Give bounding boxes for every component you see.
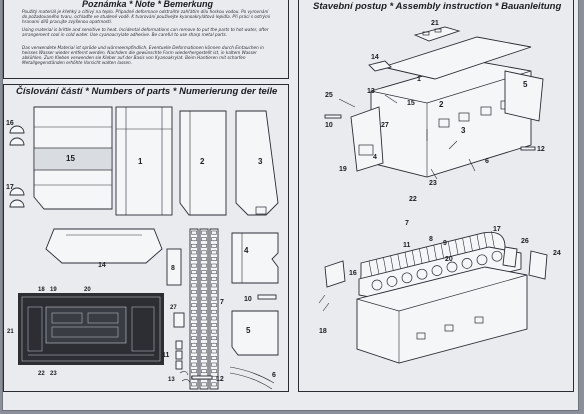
asm-label-15: 15 xyxy=(407,100,415,107)
upper-assembly-part-10 xyxy=(324,114,342,119)
part-15-side-panel xyxy=(33,106,113,210)
part-1-roof xyxy=(115,106,173,216)
asm-label-24: 24 xyxy=(553,250,561,257)
part-10-bar xyxy=(257,294,277,300)
upper-assembly-part-12 xyxy=(520,146,536,151)
note-panel: Poznámka * Note * Bemerkung Použitý mate… xyxy=(3,0,289,79)
label-7: 7 xyxy=(220,299,224,306)
lower-assembly-part-24 xyxy=(528,250,548,280)
part-5-side xyxy=(231,310,279,356)
label-6: 6 xyxy=(272,372,276,379)
upper-assembly-front xyxy=(350,106,384,172)
assembly-panel: Stavební postup * Assembly instruction *… xyxy=(298,0,574,392)
asm-label-13: 13 xyxy=(367,88,375,95)
label-8: 8 xyxy=(171,265,175,272)
asm-label-6: 6 xyxy=(485,158,489,165)
label-4: 4 xyxy=(244,246,249,255)
label-2: 2 xyxy=(200,157,205,166)
label-10: 10 xyxy=(244,296,252,303)
note-text-cz: Použitý materiál je křehký a citlivý na … xyxy=(22,9,271,24)
part-7-track-strips xyxy=(189,228,219,390)
asm-label-16: 16 xyxy=(349,270,357,277)
label-23: 23 xyxy=(50,371,57,377)
upper-assembly-body xyxy=(370,60,532,178)
note-text-en: Using material is brittle and sensitive … xyxy=(22,27,269,37)
part-16-lamps xyxy=(9,125,25,146)
asm-label-21: 21 xyxy=(431,20,439,27)
asm-label-20: 20 xyxy=(445,256,453,263)
lower-assembly-part-17 xyxy=(324,260,346,288)
label-17: 17 xyxy=(6,184,14,191)
part-14-floor xyxy=(45,228,163,264)
lower-assembly-part-18 xyxy=(318,294,330,312)
asm-label-14: 14 xyxy=(371,54,379,61)
part-13-hook xyxy=(179,371,191,384)
label-19: 19 xyxy=(50,287,57,293)
asm-label-26: 26 xyxy=(521,238,529,245)
part-3-side xyxy=(235,110,279,216)
asm-label-3: 3 xyxy=(461,126,466,135)
asm-label-18: 18 xyxy=(319,328,327,335)
label-20: 20 xyxy=(84,287,91,293)
label-12: 12 xyxy=(216,376,224,383)
upper-assembly-part-21 xyxy=(413,26,461,42)
asm-label-5: 5 xyxy=(523,80,528,89)
upper-assembly-part-14 xyxy=(368,60,392,72)
etch-fret xyxy=(18,293,164,365)
asm-label-8: 8 xyxy=(429,236,433,243)
upper-assembly-roof xyxy=(381,36,532,80)
label-11: 11 xyxy=(162,352,170,359)
asm-label-12: 12 xyxy=(537,146,545,153)
upper-assembly-part-5 xyxy=(504,70,544,122)
label-5: 5 xyxy=(246,326,251,335)
part-12-bar xyxy=(191,375,213,380)
asm-label-1: 1 xyxy=(417,76,421,83)
part-11-small xyxy=(175,340,183,370)
label-16: 16 xyxy=(6,120,14,127)
part-8 xyxy=(166,248,182,286)
part-6-rods xyxy=(229,366,275,390)
asm-label-25: 25 xyxy=(325,92,333,99)
part-17-lamps xyxy=(9,187,25,208)
note-title: Poznámka * Note * Bemerkung xyxy=(82,0,214,9)
asm-label-4: 4 xyxy=(373,154,377,161)
label-27: 27 xyxy=(170,305,177,311)
instruction-sheet: Poznámka * Note * Bemerkung Použitý mate… xyxy=(3,0,578,410)
label-22: 22 xyxy=(38,371,45,377)
asm-label-10: 10 xyxy=(325,122,333,129)
part-2-side xyxy=(179,110,227,216)
asm-label-19: 19 xyxy=(339,166,347,173)
upper-assembly-leader-lines xyxy=(338,94,476,180)
asm-label-22: 22 xyxy=(409,196,417,203)
asm-label-9: 9 xyxy=(443,240,447,247)
part-4-side xyxy=(231,232,279,284)
parts-title: Číslování částí * Numbers of parts * Num… xyxy=(16,86,278,97)
lower-assembly-part-26 xyxy=(502,246,518,268)
parts-drawing: 15 1 2 3 16 17 14 8 4 7 10 5 27 11 6 12 … xyxy=(6,106,279,390)
lower-assembly-hull xyxy=(356,266,528,364)
note-text-de: Das verwendete Material ist spröde und w… xyxy=(22,45,264,65)
lower-assembly-tracks xyxy=(358,231,522,302)
label-13: 13 xyxy=(168,377,175,383)
asm-label-27: 27 xyxy=(381,122,389,129)
label-14: 14 xyxy=(98,262,106,269)
parts-panel: Číslování částí * Numbers of parts * Num… xyxy=(3,84,289,392)
asm-label-23: 23 xyxy=(429,180,437,187)
asm-label-17: 17 xyxy=(493,226,501,233)
assembly-drawing: 21 14 1 2 5 25 13 15 27 10 3 4 19 12 6 2… xyxy=(318,20,561,364)
part-27-small xyxy=(173,312,185,328)
asm-label-2: 2 xyxy=(439,100,444,109)
label-1: 1 xyxy=(138,157,143,166)
label-15: 15 xyxy=(66,154,75,163)
assembly-title: Stavební postup * Assembly instruction *… xyxy=(313,1,562,12)
asm-label-7: 7 xyxy=(405,220,409,227)
label-18: 18 xyxy=(38,287,45,293)
label-3: 3 xyxy=(258,157,263,166)
label-21: 21 xyxy=(7,329,14,335)
asm-label-11: 11 xyxy=(403,242,411,249)
